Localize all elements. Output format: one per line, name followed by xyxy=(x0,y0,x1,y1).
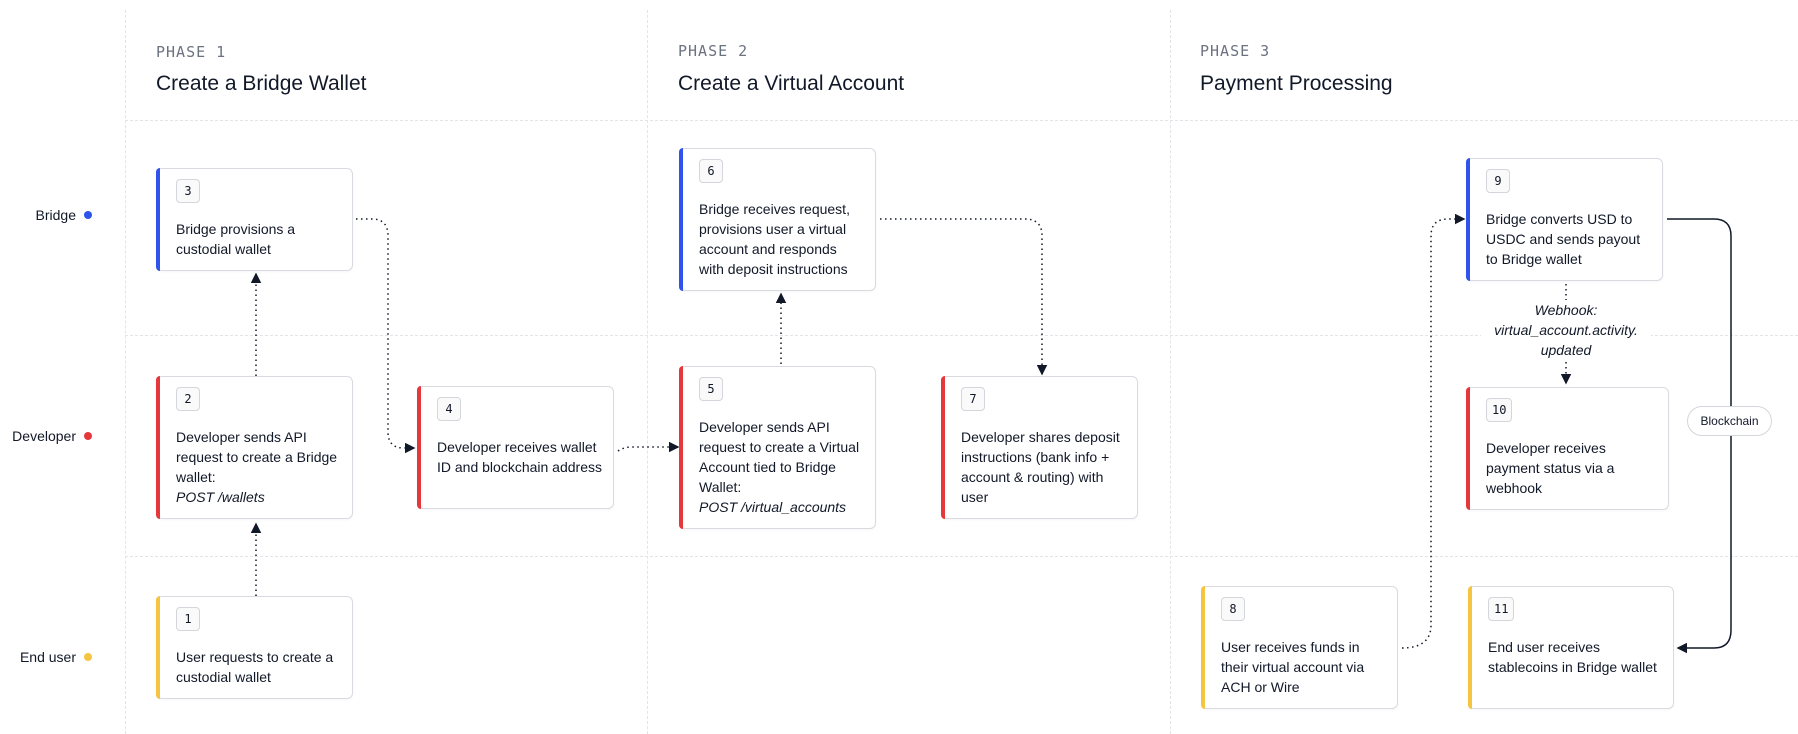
lane-end-user-label: End user xyxy=(19,649,76,665)
phase-3-label: PHASE 3 xyxy=(1200,42,1271,60)
step-card-6[interactable]: 6 Bridge receives request, provisions us… xyxy=(679,148,876,291)
connector-3-to-4 xyxy=(356,218,416,454)
lane-color-bar xyxy=(1466,387,1470,510)
grid-line-header xyxy=(125,120,1798,121)
lane-color-bar xyxy=(1201,586,1205,709)
lane-end-user: End user xyxy=(20,649,92,665)
step-number: 11 xyxy=(1488,597,1515,621)
step-api-endpoint: POST /wallets xyxy=(176,489,265,505)
step-card-8[interactable]: 8 User receives funds in their virtual a… xyxy=(1201,586,1398,709)
step-text: Developer sends API request to create a … xyxy=(699,419,860,495)
lane-bridge-label: Bridge xyxy=(35,207,76,223)
step-number: 6 xyxy=(699,159,723,183)
step-card-2[interactable]: 2 Developer sends API request to create … xyxy=(156,376,353,519)
grid-line-lanes xyxy=(125,10,126,734)
step-card-1[interactable]: 1 User requests to create a custodial wa… xyxy=(156,596,353,699)
lane-color-bar xyxy=(156,596,160,699)
step-card-11[interactable]: 11 End user receives stablecoins in Brid… xyxy=(1468,586,1674,709)
step-number: 3 xyxy=(176,179,200,203)
phase-2-title: Create a Virtual Account xyxy=(678,72,905,95)
step-number: 4 xyxy=(437,397,461,421)
grid-line-phase-3 xyxy=(1170,10,1171,734)
phase-1-label: PHASE 1 xyxy=(156,43,227,61)
lane-color-bar xyxy=(1466,158,1470,281)
lane-bridge-dot xyxy=(84,211,92,219)
step-text: End user receives stablecoins in Bridge … xyxy=(1488,639,1657,675)
step-card-5[interactable]: 5 Developer sends API request to create … xyxy=(679,366,876,529)
step-card-3[interactable]: 3 Bridge provisions a custodial wallet xyxy=(156,168,353,271)
step-text-block: Developer sends API request to create a … xyxy=(699,417,865,517)
step-number: 2 xyxy=(176,387,200,411)
step-card-7[interactable]: 7 Developer shares deposit instructions … xyxy=(941,376,1138,519)
step-number: 5 xyxy=(699,377,723,401)
grid-line-developer-enduser xyxy=(125,556,1798,557)
webhook-label: Webhook: virtual_account.activity. updat… xyxy=(1481,300,1651,360)
lane-color-bar xyxy=(156,168,160,271)
step-number: 1 xyxy=(176,607,200,631)
lane-color-bar xyxy=(1468,586,1472,709)
step-text: User receives funds in their virtual acc… xyxy=(1221,639,1365,695)
step-card-4[interactable]: 4 Developer receives wallet ID and block… xyxy=(417,386,614,509)
phase-2-label: PHASE 2 xyxy=(678,42,749,60)
lane-color-bar xyxy=(679,366,683,529)
connector-8-to-9 xyxy=(1401,213,1466,649)
step-text: Developer sends API request to create a … xyxy=(176,429,338,485)
step-number: 8 xyxy=(1221,597,1245,621)
grid-line-phase-2 xyxy=(647,10,648,734)
blockchain-pill: Blockchain xyxy=(1687,406,1772,436)
connector-6-to-7 xyxy=(880,218,1048,376)
step-text: Bridge receives request, provisions user… xyxy=(699,201,850,277)
lane-end-user-dot xyxy=(84,653,92,661)
step-text: User requests to create a custodial wall… xyxy=(176,649,334,685)
lane-developer-label: Developer xyxy=(12,428,76,444)
step-text: Developer receives payment status via a … xyxy=(1486,440,1615,496)
step-number: 10 xyxy=(1486,398,1513,422)
step-text-block: Developer sends API request to create a … xyxy=(176,427,342,507)
phase-3-title: Payment Processing xyxy=(1200,72,1393,95)
lane-developer-dot xyxy=(84,432,92,440)
step-card-9[interactable]: 9 Bridge converts USD to USDC and sends … xyxy=(1466,158,1663,281)
step-text: Developer receives wallet ID and blockch… xyxy=(437,439,602,475)
lane-color-bar xyxy=(417,386,421,509)
step-text: Developer shares deposit instructions (b… xyxy=(961,429,1120,505)
grid-line-bridge-developer xyxy=(125,335,1798,336)
step-api-endpoint: POST /virtual_accounts xyxy=(699,499,847,515)
step-number: 7 xyxy=(961,387,985,411)
lane-color-bar xyxy=(941,376,945,519)
connector-4-to-5 xyxy=(617,441,680,453)
step-text: Bridge provisions a custodial wallet xyxy=(176,221,296,257)
step-number: 9 xyxy=(1486,169,1510,193)
step-text: Bridge converts USD to USDC and sends pa… xyxy=(1486,211,1641,267)
step-card-10[interactable]: 10 Developer receives payment status via… xyxy=(1466,387,1669,510)
lane-bridge: Bridge xyxy=(36,207,92,223)
lane-color-bar xyxy=(156,376,160,519)
lane-color-bar xyxy=(679,148,683,291)
phase-1-title: Create a Bridge Wallet xyxy=(156,72,367,95)
lane-developer: Developer xyxy=(12,428,92,444)
